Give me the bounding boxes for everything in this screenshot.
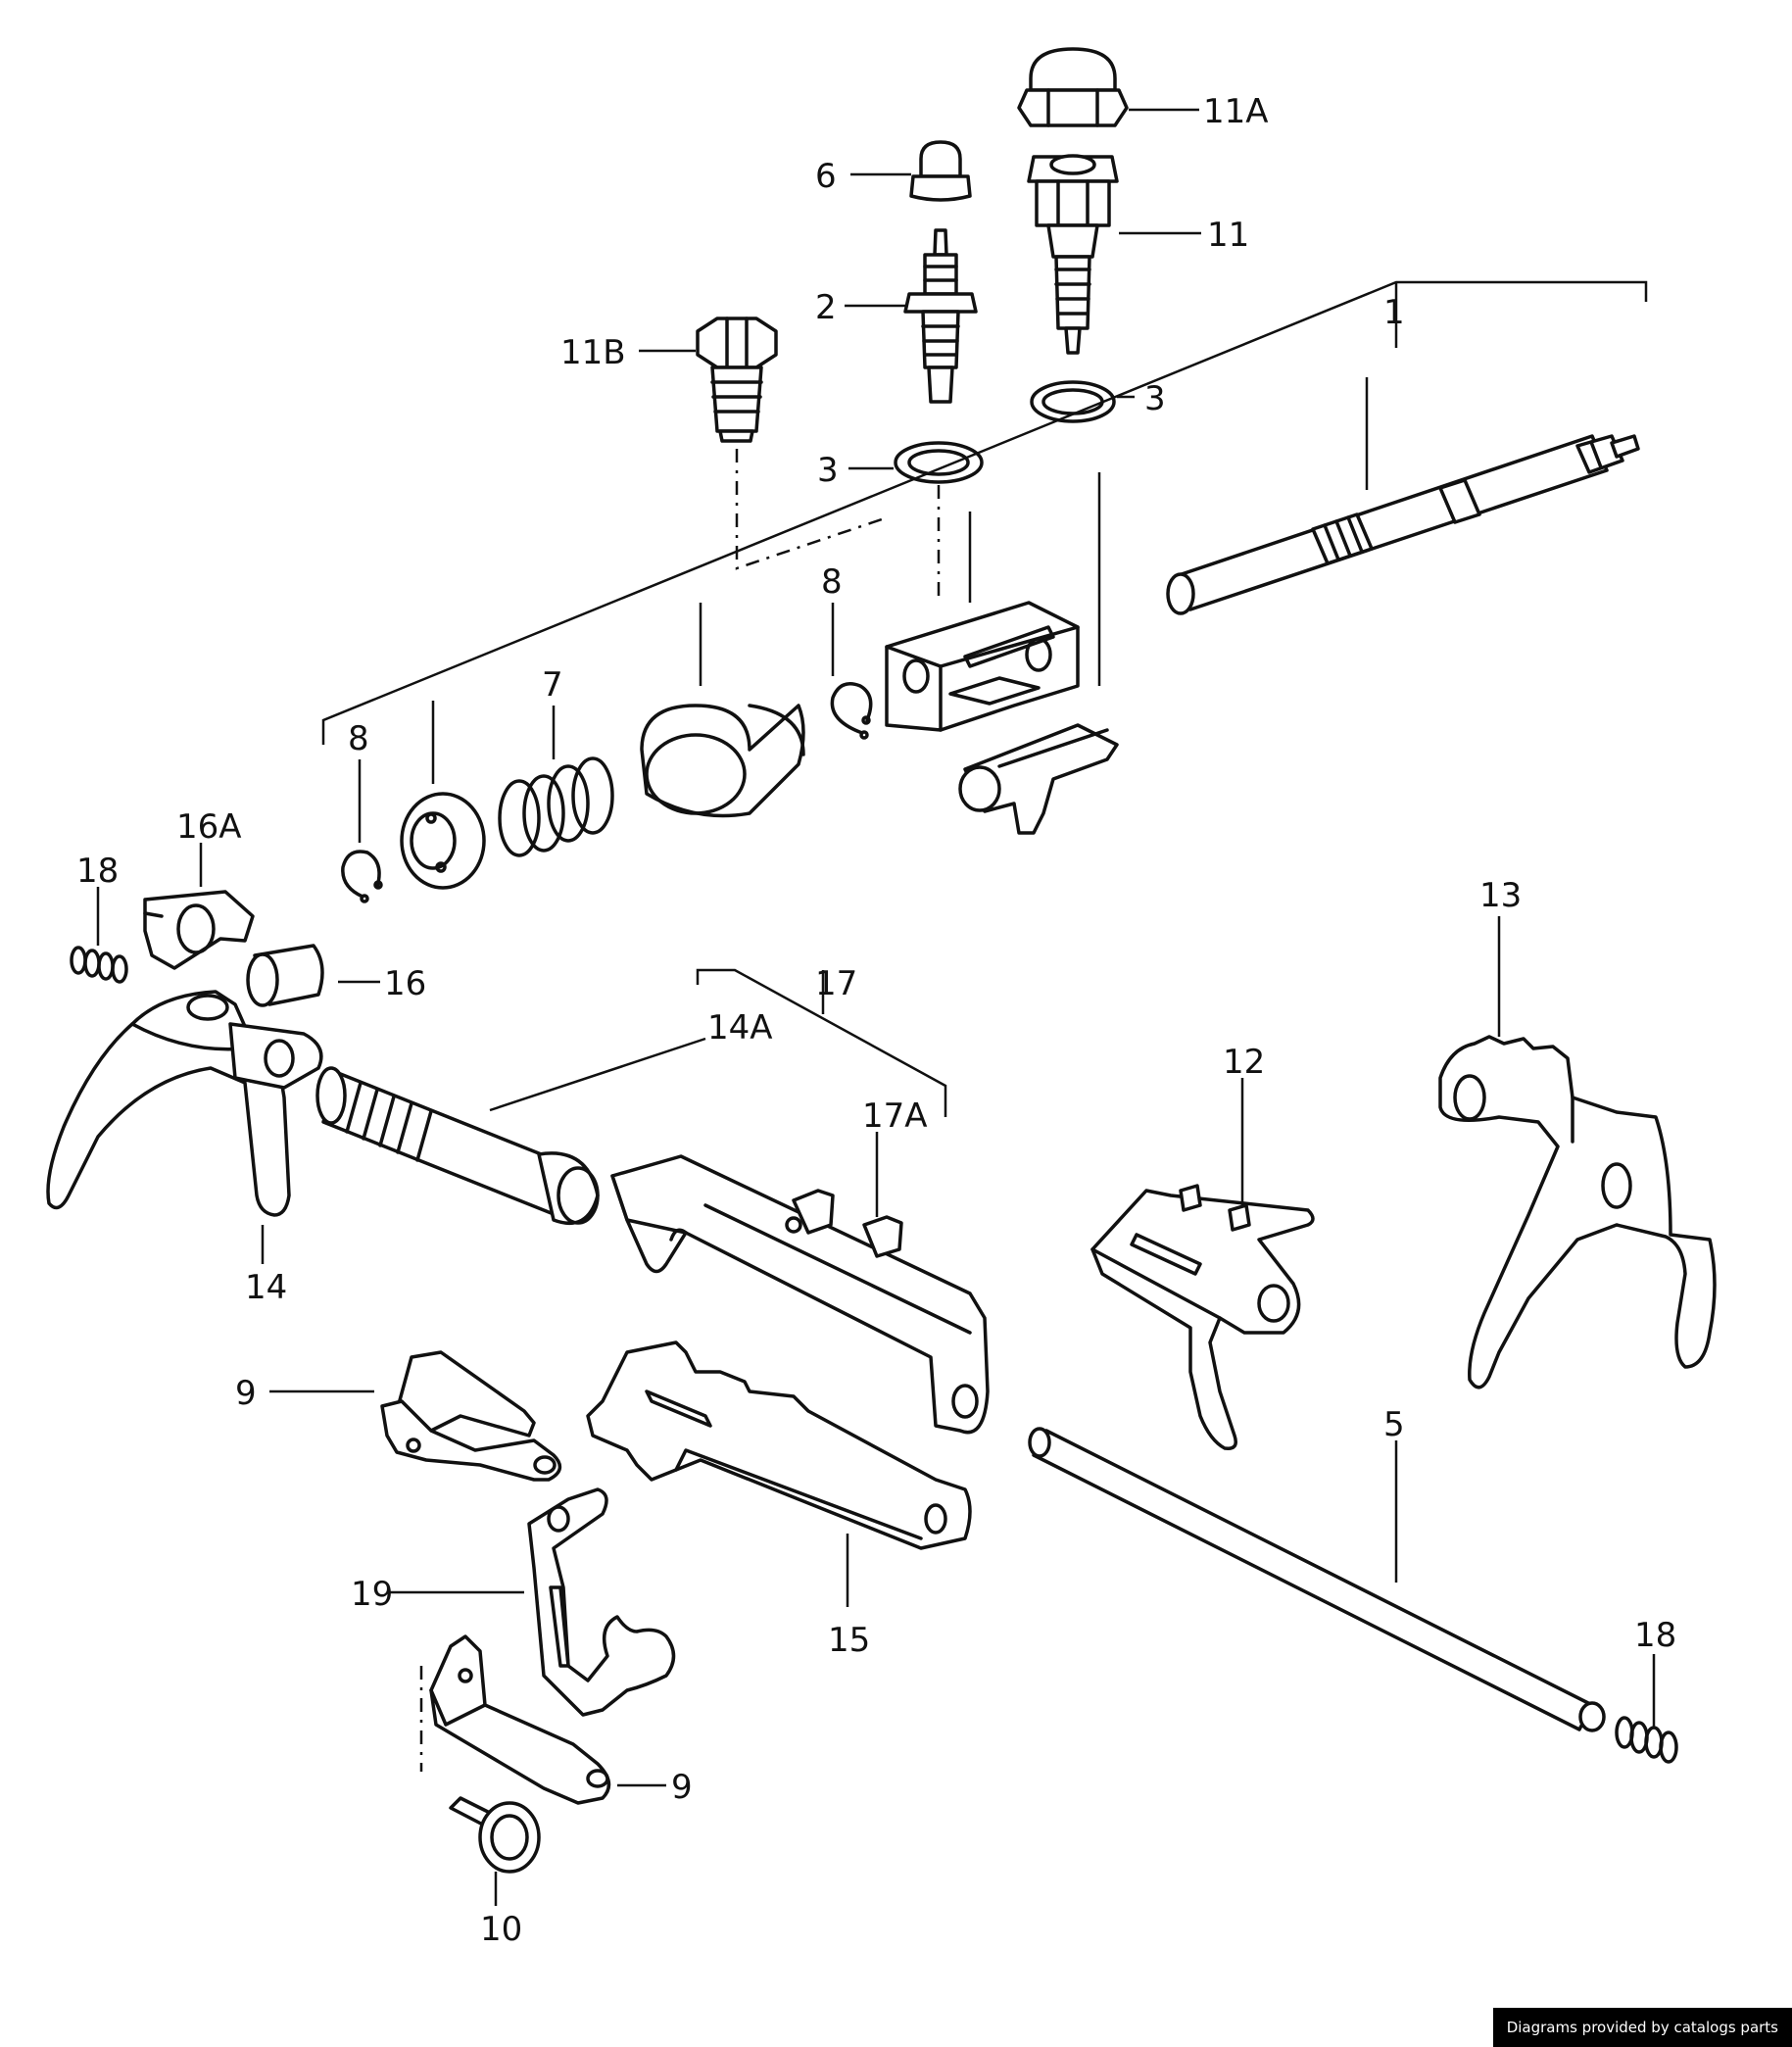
part-17-selector-rail <box>610 1154 990 1435</box>
part-1-shift-shaft <box>1166 434 1640 615</box>
part-8-circlip-right <box>830 682 873 740</box>
part-11-switch <box>1027 154 1119 355</box>
callout-16a: 16A <box>176 807 242 847</box>
part-selector-housing <box>885 601 1080 732</box>
part-8-circlip-left <box>341 850 383 903</box>
callout-16: 16 <box>384 964 426 1003</box>
part-7-spring <box>498 756 614 857</box>
part-2-sensor <box>903 228 978 404</box>
callout-17: 17 <box>815 964 857 1003</box>
callout-9-lower: 9 <box>671 1768 693 1807</box>
part-18-spring-left <box>70 946 128 984</box>
part-18-spring-right <box>1615 1716 1678 1764</box>
callout-3-right: 3 <box>1144 379 1166 418</box>
callout-6: 6 <box>815 157 837 196</box>
callout-15: 15 <box>828 1621 870 1660</box>
callout-13: 13 <box>1479 876 1522 915</box>
callout-11: 11 <box>1207 216 1249 255</box>
part-spring-guide <box>400 792 486 890</box>
callout-3-left: 3 <box>817 451 839 490</box>
callout-9-upper: 9 <box>235 1374 257 1413</box>
callout-5: 5 <box>1383 1405 1405 1444</box>
callout-10: 10 <box>480 1910 522 1949</box>
part-19-lever <box>527 1487 676 1717</box>
callout-1: 1 <box>1383 293 1405 332</box>
callout-7: 7 <box>542 665 563 705</box>
callout-11a: 11A <box>1203 92 1269 131</box>
part-13-shift-fork <box>1438 1035 1717 1389</box>
part-3-washer-left <box>894 441 984 484</box>
part-10-bolt <box>449 1796 541 1874</box>
part-sleeve <box>640 704 805 818</box>
part-12-shift-fork <box>1090 1184 1315 1450</box>
part-9-plate-upper <box>380 1350 562 1482</box>
callout-12: 12 <box>1223 1043 1265 1082</box>
callout-14: 14 <box>245 1268 287 1307</box>
part-11b-bolt <box>696 317 778 443</box>
callout-17a: 17A <box>862 1097 928 1136</box>
part-shift-finger <box>958 723 1119 835</box>
callout-11b: 11B <box>560 333 626 372</box>
part-15-selector <box>586 1340 972 1550</box>
callout-8-right: 8 <box>821 562 843 602</box>
part-9-plate-lower <box>429 1634 611 1805</box>
callout-19: 19 <box>351 1575 393 1614</box>
callout-18-left: 18 <box>76 852 119 891</box>
part-5-rod <box>1028 1427 1606 1732</box>
diagram-credit: Diagrams provided by catalogs parts <box>1492 2008 1792 2047</box>
callout-14a: 14A <box>707 1008 773 1048</box>
callout-18-right: 18 <box>1634 1616 1676 1655</box>
part-11a-cap-nut <box>1017 47 1129 127</box>
part-14a-shaft <box>315 1066 600 1226</box>
part-16a-bracket <box>143 890 255 970</box>
part-6-cap <box>909 140 972 202</box>
callout-8-left: 8 <box>348 719 369 758</box>
callout-2: 2 <box>815 288 837 327</box>
part-16-bushing <box>246 944 324 1007</box>
part-14-shift-fork <box>46 990 323 1217</box>
